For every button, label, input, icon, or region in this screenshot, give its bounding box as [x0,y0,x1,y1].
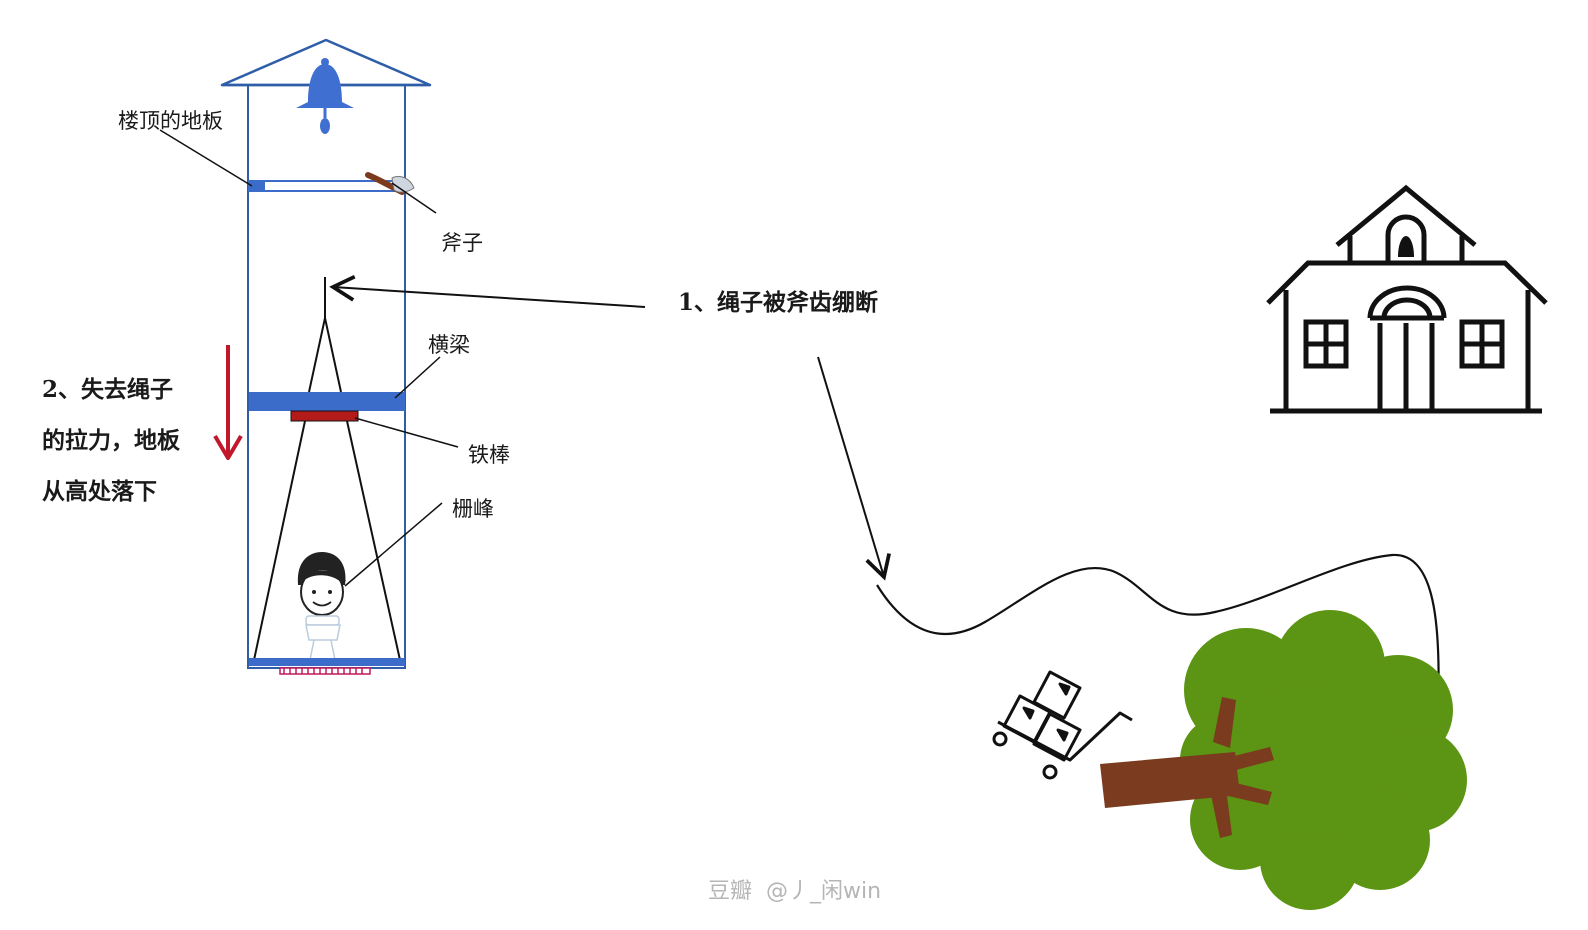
label-iron-rod: 铁棒 [468,443,510,467]
label-axe: 斧子 [441,231,483,255]
tree-icon [1100,610,1467,910]
hand-truck-icon [992,670,1133,780]
bell-tower [220,38,432,675]
label-pole: 栅峰 [452,497,494,521]
arrow-to-rope [329,275,646,308]
leader-beam [394,356,441,399]
leader-pole [344,502,443,587]
step2-line3: 从高处落下 [42,478,157,505]
label-beam: 横梁 [428,333,470,357]
label-roof-floor: 楼顶的地板 [118,109,223,133]
house-with-bell-icon [1266,184,1548,414]
axe-icon [365,172,415,195]
arrow-to-rope-path [817,356,891,581]
iron-rod [290,410,359,422]
rope-curve [876,553,1440,723]
bell-icon [296,58,354,134]
watermark-handle: @丿_闲win [766,879,881,904]
leader-roof-floor [159,129,253,187]
fall-arrow-icon [213,345,243,460]
beam [249,392,405,411]
floor-spikes [279,667,371,675]
leader-iron-rod [354,417,459,448]
step1-text: 1、绳子被斧齿绷断 [678,289,878,316]
person-on-toilet-icon [297,552,346,661]
step2-line2: 的拉力，地板 [42,427,181,454]
leader-axe [391,182,437,214]
watermark-site: 豆瓣 [708,879,752,904]
step2-line1: 2、失去绳子 [42,376,173,403]
ground-floor [249,658,405,666]
roof-floor-plank [248,180,400,192]
